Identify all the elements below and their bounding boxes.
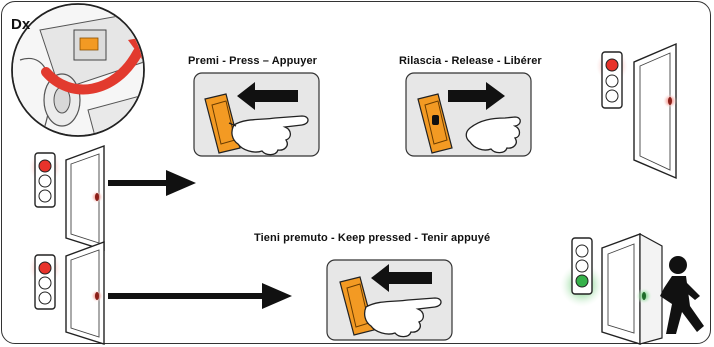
arrow-left-icon: [237, 82, 298, 110]
arrow-left-icon: [371, 264, 432, 292]
door-icon: [633, 42, 677, 180]
traffic-light-icon: [29, 252, 61, 310]
label-press: Premi - Press – Appuyer: [188, 55, 318, 67]
door-icon: [65, 240, 105, 345]
push-button-icon: [417, 93, 453, 154]
traffic-light-icon: [560, 237, 604, 307]
door-icon: [65, 144, 105, 251]
press-panel: [193, 72, 320, 157]
label-keep-pressed: Tieni premuto - Keep pressed - Tenir app…: [254, 232, 491, 244]
arrow-right-icon: [108, 283, 292, 309]
hand-press-icon: [364, 297, 442, 338]
arrow-right-icon: [448, 82, 505, 110]
walking-person-icon: [660, 256, 704, 334]
arrow-right-icon: [108, 170, 196, 196]
traffic-light-icon: [29, 151, 61, 208]
keep-pressed-panel: [326, 259, 453, 341]
mechanism-inset: [11, 3, 145, 137]
release-panel: [405, 72, 532, 157]
door-icon: [601, 232, 663, 345]
label-release: Rilascia - Release - Libérer: [399, 55, 542, 67]
hand-press-icon: [465, 116, 521, 154]
side-label: Dx: [11, 16, 31, 33]
hand-press-icon: [228, 115, 309, 156]
traffic-light-icon: [596, 50, 628, 109]
